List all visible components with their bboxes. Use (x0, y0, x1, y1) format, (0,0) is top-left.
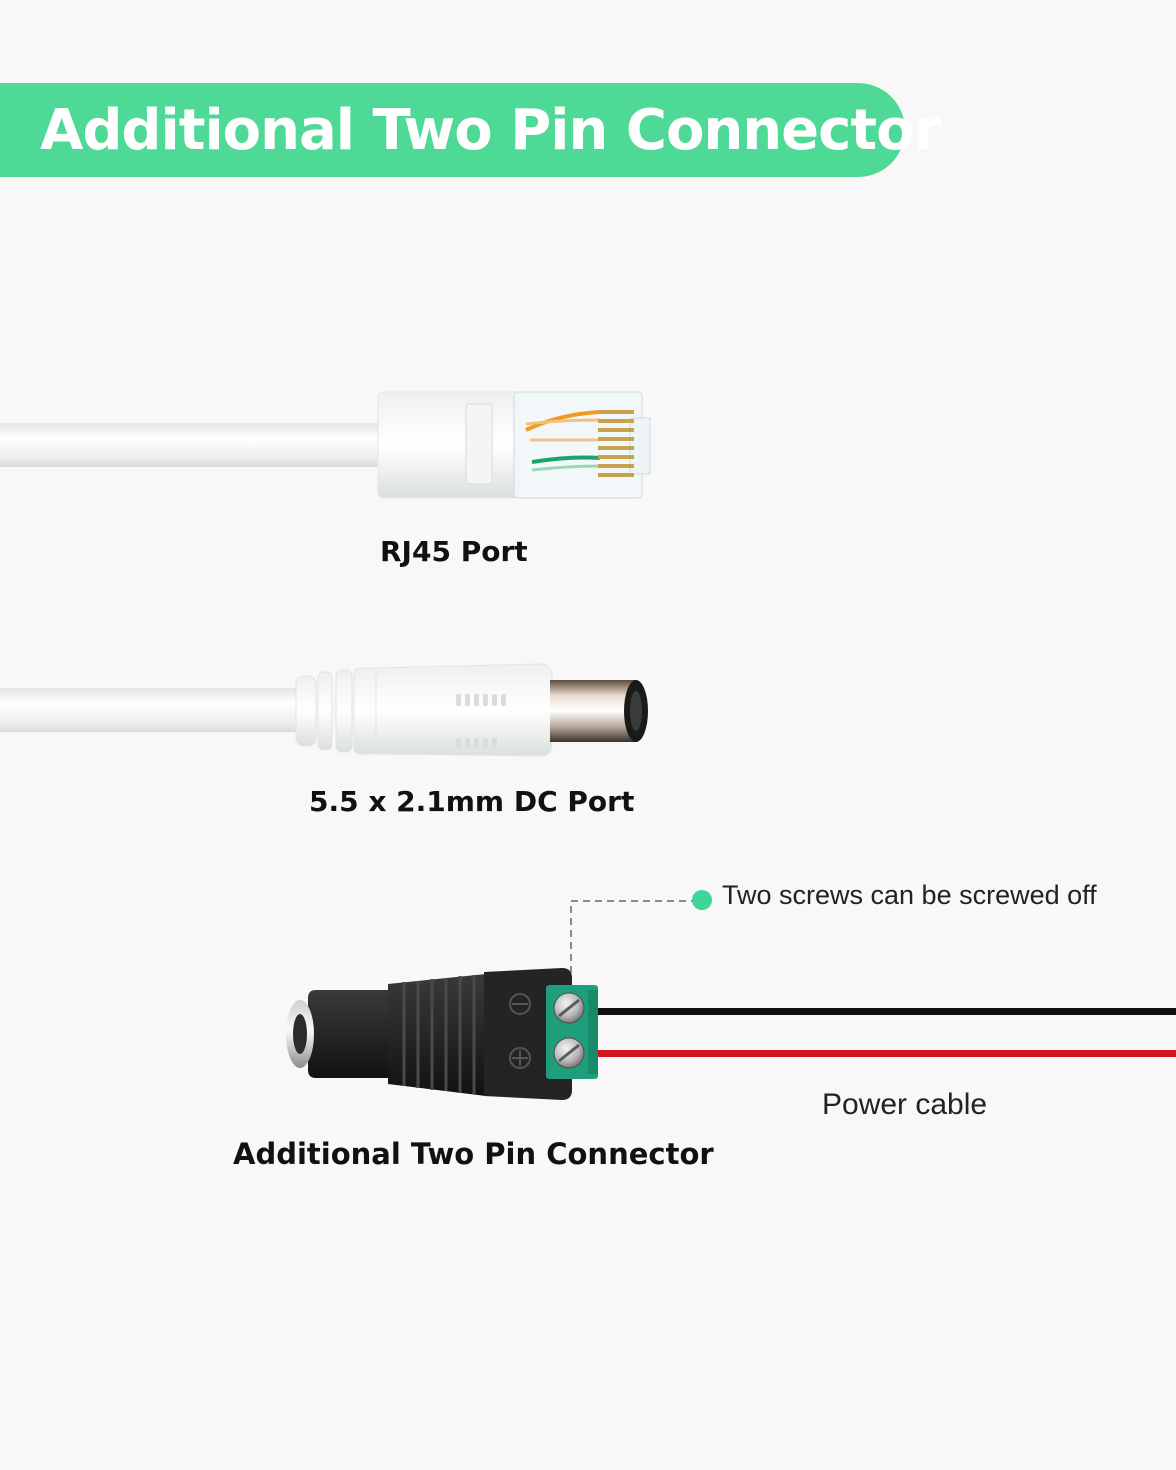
annotation-dot (692, 890, 712, 910)
two-pin-connector (286, 968, 598, 1100)
rj45-gold-contacts (598, 410, 634, 477)
dc-cable (0, 663, 648, 757)
connector-sleeve (308, 990, 392, 1078)
power-wires (592, 1008, 1176, 1057)
screws-leader-line (570, 900, 694, 985)
connector-label: Additional Two Pin Connector (233, 1137, 714, 1171)
screws-note: Two screws can be screwed off (722, 880, 1097, 910)
dc-port-label: 5.5 x 2.1mm DC Port (309, 785, 635, 818)
red-wire (592, 1050, 1176, 1057)
dc-cable-wire (0, 688, 300, 732)
rj45-orange-wire (525, 410, 601, 432)
dc-plug-body (375, 663, 553, 757)
rj45-cable-wire (0, 423, 382, 467)
banner-title: Additional Two Pin Connector (40, 97, 941, 163)
connector-ridges (402, 975, 476, 1094)
rj45-port-label: RJ45 Port (380, 535, 528, 568)
rj45-latch (465, 403, 493, 485)
dc-grip-dots (456, 694, 506, 748)
rj45-green-wire (531, 455, 601, 464)
rj45-cable (0, 391, 651, 499)
power-cable-label: Power cable (822, 1088, 988, 1121)
rj45-boot (377, 391, 521, 499)
dc-metal-barrel (550, 680, 636, 742)
rj45-clear-head (513, 391, 643, 499)
black-wire (592, 1008, 1176, 1015)
title-banner: Additional Two Pin Connector (0, 83, 941, 177)
